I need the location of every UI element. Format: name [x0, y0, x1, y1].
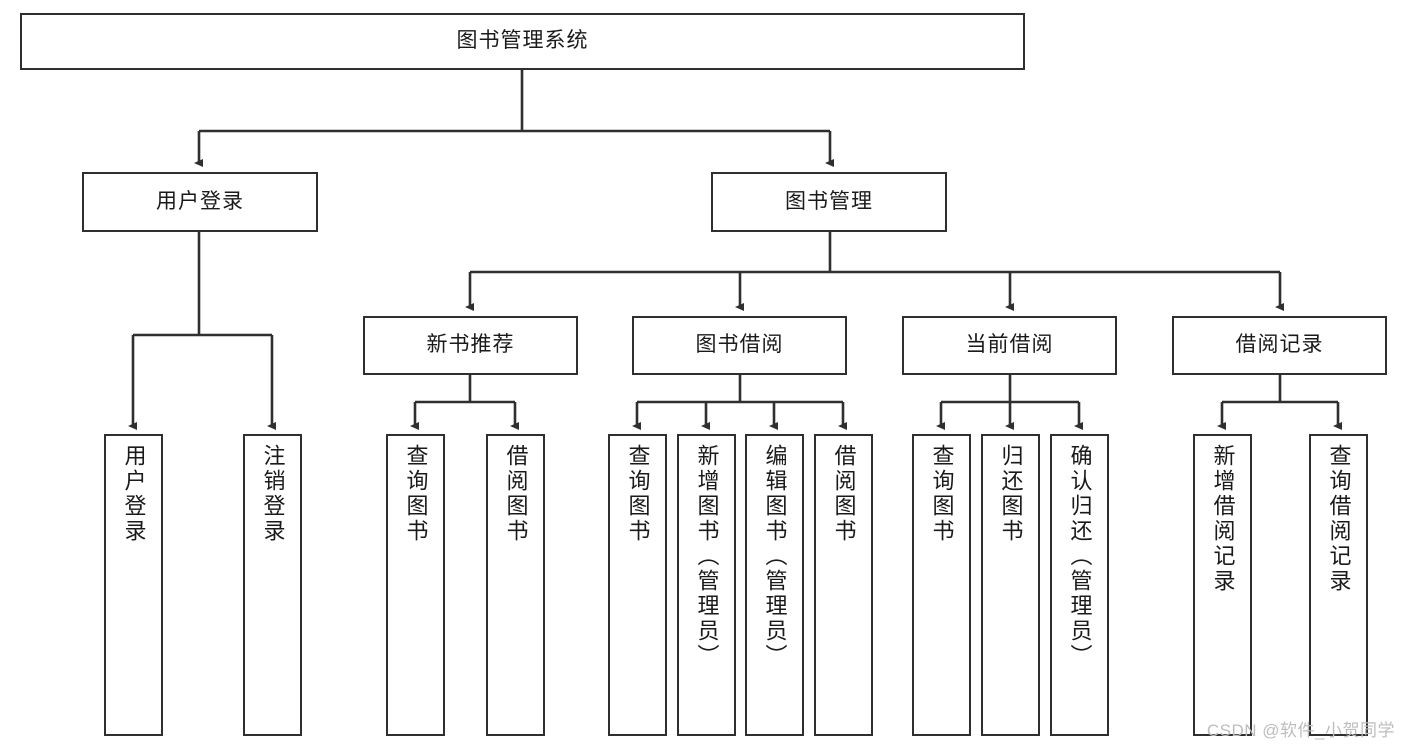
leaf-add-borrow-record[interactable]: 新增借阅记录	[1193, 434, 1252, 736]
node-label: 用户登录	[156, 189, 244, 213]
node-label: 新书推荐	[426, 333, 515, 357]
node-label: 查询图书	[929, 444, 955, 544]
node-new-book-recommend[interactable]: 新书推荐	[363, 316, 578, 375]
leaf-return-book[interactable]: 归还图书	[981, 434, 1040, 736]
node-label: 借阅图书	[503, 444, 529, 544]
node-label: 用户登录	[121, 444, 147, 544]
node-label: 确认归还（管理员）	[1067, 444, 1093, 669]
node-label: 注销登录	[260, 444, 286, 544]
node-label: 图书管理	[785, 189, 873, 213]
node-label: 新增图书（管理员）	[694, 444, 720, 669]
node-book-management[interactable]: 图书管理	[711, 172, 947, 232]
node-label: 新增借阅记录	[1210, 444, 1236, 594]
node-root-book-management-system[interactable]: 图书管理系统	[20, 13, 1025, 70]
leaf-user-login[interactable]: 用户登录	[104, 434, 163, 736]
csdn-watermark: CSDN @软件_小贺同学	[1206, 721, 1395, 740]
leaf-query-book-recommend[interactable]: 查询图书	[386, 434, 445, 736]
leaf-query-book-current[interactable]: 查询图书	[912, 434, 971, 736]
node-book-borrow[interactable]: 图书借阅	[632, 316, 847, 375]
node-label: 归还图书	[998, 444, 1024, 544]
leaf-borrow-book-recommend[interactable]: 借阅图书	[486, 434, 545, 736]
node-label: 图书管理系统	[456, 29, 589, 53]
node-label: 查询图书	[625, 444, 651, 544]
leaf-borrow-book[interactable]: 借阅图书	[814, 434, 873, 736]
leaf-query-book-borrow[interactable]: 查询图书	[608, 434, 667, 736]
node-label: 借阅记录	[1235, 333, 1324, 357]
node-label: 查询借阅记录	[1326, 444, 1352, 594]
leaf-query-borrow-record[interactable]: 查询借阅记录	[1309, 434, 1368, 736]
node-user-login[interactable]: 用户登录	[82, 172, 318, 232]
leaf-edit-book-admin[interactable]: 编辑图书（管理员）	[745, 434, 804, 736]
node-label: 图书借阅	[695, 333, 784, 357]
node-label: 借阅图书	[831, 444, 857, 544]
node-label: 当前借阅	[965, 333, 1054, 357]
node-label: 编辑图书（管理员）	[762, 444, 788, 669]
leaf-confirm-return-admin[interactable]: 确认归还（管理员）	[1050, 434, 1109, 736]
node-borrow-record[interactable]: 借阅记录	[1172, 316, 1387, 375]
node-current-borrow[interactable]: 当前借阅	[902, 316, 1117, 375]
leaf-logout-login[interactable]: 注销登录	[243, 434, 302, 736]
node-label: 查询图书	[403, 444, 429, 544]
leaf-add-book-admin[interactable]: 新增图书（管理员）	[677, 434, 736, 736]
